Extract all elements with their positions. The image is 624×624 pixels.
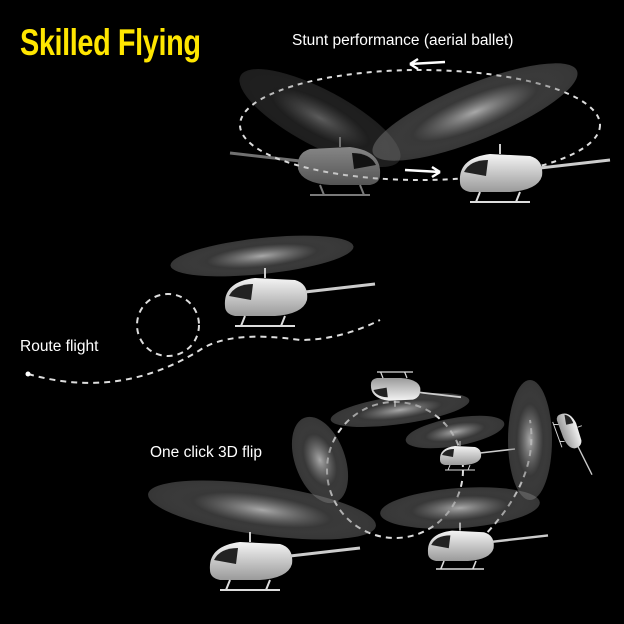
route-flight-label: Route flight: [20, 338, 99, 355]
flip-helicopters: [148, 371, 600, 592]
stunt-helicopter-left: [228, 69, 401, 197]
page-title: Skilled Flying: [20, 22, 201, 63]
route-path: [25, 293, 381, 384]
3d-flip-label: One click 3D flip: [150, 444, 262, 461]
stunt-helicopter-right: [372, 63, 612, 204]
route-helicopter: [170, 235, 377, 328]
stunt-orbit-path: [239, 57, 601, 181]
stunt-performance-label: Stunt performance (aerial ballet): [292, 32, 514, 49]
